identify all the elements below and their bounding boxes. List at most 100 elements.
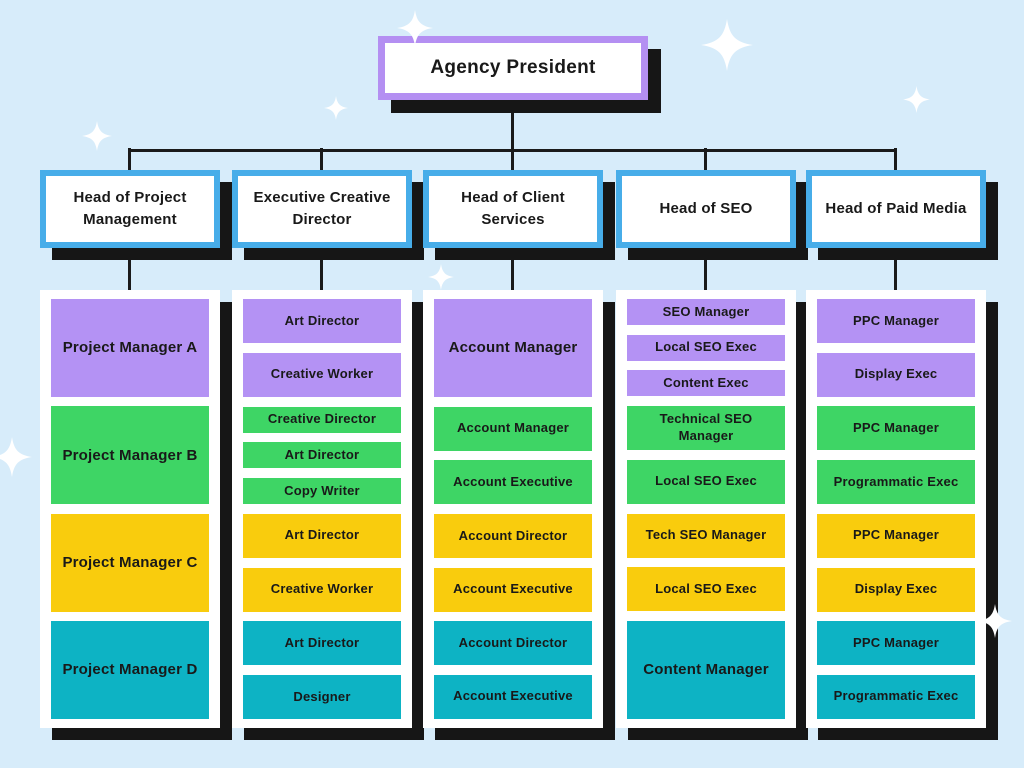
member-box-account-executive: Account Executive bbox=[434, 674, 592, 719]
member-label: Account Director bbox=[458, 527, 568, 543]
member-box-content-exec: Content Exec bbox=[627, 370, 785, 397]
member-box-designer: Designer bbox=[243, 675, 401, 719]
member-box-local-seo-exec: Local SEO Exec bbox=[627, 334, 785, 361]
sparkle-icon bbox=[0, 437, 32, 477]
member-box-creative-worker: Creative Worker bbox=[243, 352, 401, 397]
sparkle-icon bbox=[428, 264, 454, 290]
member-box-tech-seo-manager: Tech SEO Manager bbox=[627, 513, 785, 558]
member-label: Creative Worker bbox=[270, 581, 374, 597]
member-label: Account Manager bbox=[448, 339, 578, 357]
member-label: Art Director bbox=[284, 312, 360, 328]
member-label: Content Manager bbox=[643, 661, 769, 679]
member-label: Project Manager D bbox=[62, 661, 198, 679]
connector-line bbox=[894, 242, 897, 294]
member-box-project-manager-b: Project Manager B bbox=[51, 406, 209, 505]
member-label: Designer bbox=[293, 688, 351, 704]
member-label: Account Executive bbox=[453, 581, 573, 597]
president-label: Agency President bbox=[430, 57, 596, 78]
member-label: Programmatic Exec bbox=[833, 473, 959, 489]
connector-line bbox=[511, 148, 514, 171]
member-label: SEO Manager bbox=[662, 303, 750, 319]
sparkle-icon bbox=[903, 86, 930, 113]
member-box-display-exec: Display Exec bbox=[817, 567, 975, 612]
member-label: Creative Director bbox=[267, 411, 377, 427]
member-box-ppc-manager: PPC Manager bbox=[817, 299, 975, 343]
member-label: Technical SEO Manager bbox=[659, 411, 753, 444]
member-box-account-director: Account Director bbox=[434, 621, 592, 666]
connector-line bbox=[511, 242, 514, 294]
connector-line bbox=[320, 148, 323, 171]
head-box-head-of-project-management: Head of Project Management bbox=[40, 170, 220, 248]
member-label: Project Manager B bbox=[62, 446, 198, 464]
member-box-content-manager: Content Manager bbox=[627, 620, 785, 719]
member-box-seo-manager: SEO Manager bbox=[627, 299, 785, 325]
member-box-programmatic-exec: Programmatic Exec bbox=[817, 674, 975, 719]
head-box-head-of-seo: Head of SEO bbox=[616, 170, 796, 248]
connector-line bbox=[128, 242, 131, 294]
connector-line bbox=[128, 148, 131, 171]
member-label: Copy Writer bbox=[284, 482, 360, 498]
president-box: Agency President bbox=[378, 36, 648, 100]
member-box-creative-director: Creative Director bbox=[243, 406, 401, 433]
department-head-label: Executive Creative Director bbox=[253, 188, 391, 229]
connector-line bbox=[894, 148, 897, 171]
member-box-technical-seo-manager: Technical SEO Manager bbox=[627, 406, 785, 451]
member-box-creative-worker: Creative Worker bbox=[243, 567, 401, 612]
connector-line bbox=[704, 242, 707, 294]
member-label: Local SEO Exec bbox=[655, 473, 757, 489]
member-box-art-director: Art Director bbox=[243, 299, 401, 343]
member-label: Project Manager A bbox=[62, 339, 198, 357]
sparkle-icon bbox=[82, 121, 112, 151]
department-head-label: Head of Client Services bbox=[461, 188, 565, 229]
member-label: Display Exec bbox=[854, 366, 938, 382]
connector-line bbox=[704, 148, 707, 171]
department-head-label: Head of SEO bbox=[659, 199, 753, 217]
department-column-head-of-project-management: Project Manager A Project Manager B Projec… bbox=[40, 290, 220, 728]
member-box-local-seo-exec: Local SEO Exec bbox=[627, 567, 785, 612]
sparkle-icon bbox=[701, 19, 753, 71]
member-label: Art Director bbox=[284, 446, 360, 462]
member-box-copy-writer: Copy Writer bbox=[243, 478, 401, 504]
member-box-art-director: Art Director bbox=[243, 621, 401, 666]
connector-line bbox=[511, 98, 514, 152]
member-label: Local SEO Exec bbox=[655, 339, 757, 355]
member-label: Art Director bbox=[284, 527, 360, 543]
member-label: Local SEO Exec bbox=[655, 580, 757, 596]
member-label: Programmatic Exec bbox=[833, 688, 959, 704]
member-label: Art Director bbox=[284, 634, 360, 650]
member-label: PPC Manager bbox=[852, 312, 939, 328]
member-box-programmatic-exec: Programmatic Exec bbox=[817, 460, 975, 505]
member-label: Account Director bbox=[458, 634, 568, 650]
member-box-art-director: Art Director bbox=[243, 442, 401, 469]
member-box-display-exec: Display Exec bbox=[817, 352, 975, 397]
member-box-project-manager-d: Project Manager D bbox=[51, 620, 209, 719]
member-label: Project Manager C bbox=[62, 553, 198, 571]
member-box-account-director: Account Director bbox=[434, 513, 592, 558]
member-label: Tech SEO Manager bbox=[645, 527, 767, 543]
member-box-local-seo-exec: Local SEO Exec bbox=[627, 459, 785, 504]
head-box-executive-creative-director: Executive Creative Director bbox=[232, 170, 412, 248]
member-label: PPC Manager bbox=[852, 527, 939, 543]
member-label: Account Manager bbox=[456, 420, 570, 436]
department-head-label: Head of Paid Media bbox=[825, 199, 967, 217]
member-box-account-executive: Account Executive bbox=[434, 460, 592, 505]
sparkle-icon bbox=[324, 96, 348, 120]
member-box-project-manager-c: Project Manager C bbox=[51, 513, 209, 612]
member-label: PPC Manager bbox=[852, 634, 939, 650]
member-box-account-manager: Account Manager bbox=[434, 406, 592, 451]
member-box-account-manager: Account Manager bbox=[434, 299, 592, 397]
connector-line bbox=[320, 242, 323, 294]
member-box-account-executive: Account Executive bbox=[434, 567, 592, 612]
member-box-ppc-manager: PPC Manager bbox=[817, 406, 975, 451]
member-label: Display Exec bbox=[854, 581, 938, 597]
head-box-head-of-client-services: Head of Client Services bbox=[423, 170, 603, 248]
head-box-head-of-paid-media: Head of Paid Media bbox=[806, 170, 986, 248]
member-label: PPC Manager bbox=[852, 419, 939, 435]
member-box-ppc-manager: PPC Manager bbox=[817, 621, 975, 666]
member-label: Content Exec bbox=[663, 374, 749, 390]
